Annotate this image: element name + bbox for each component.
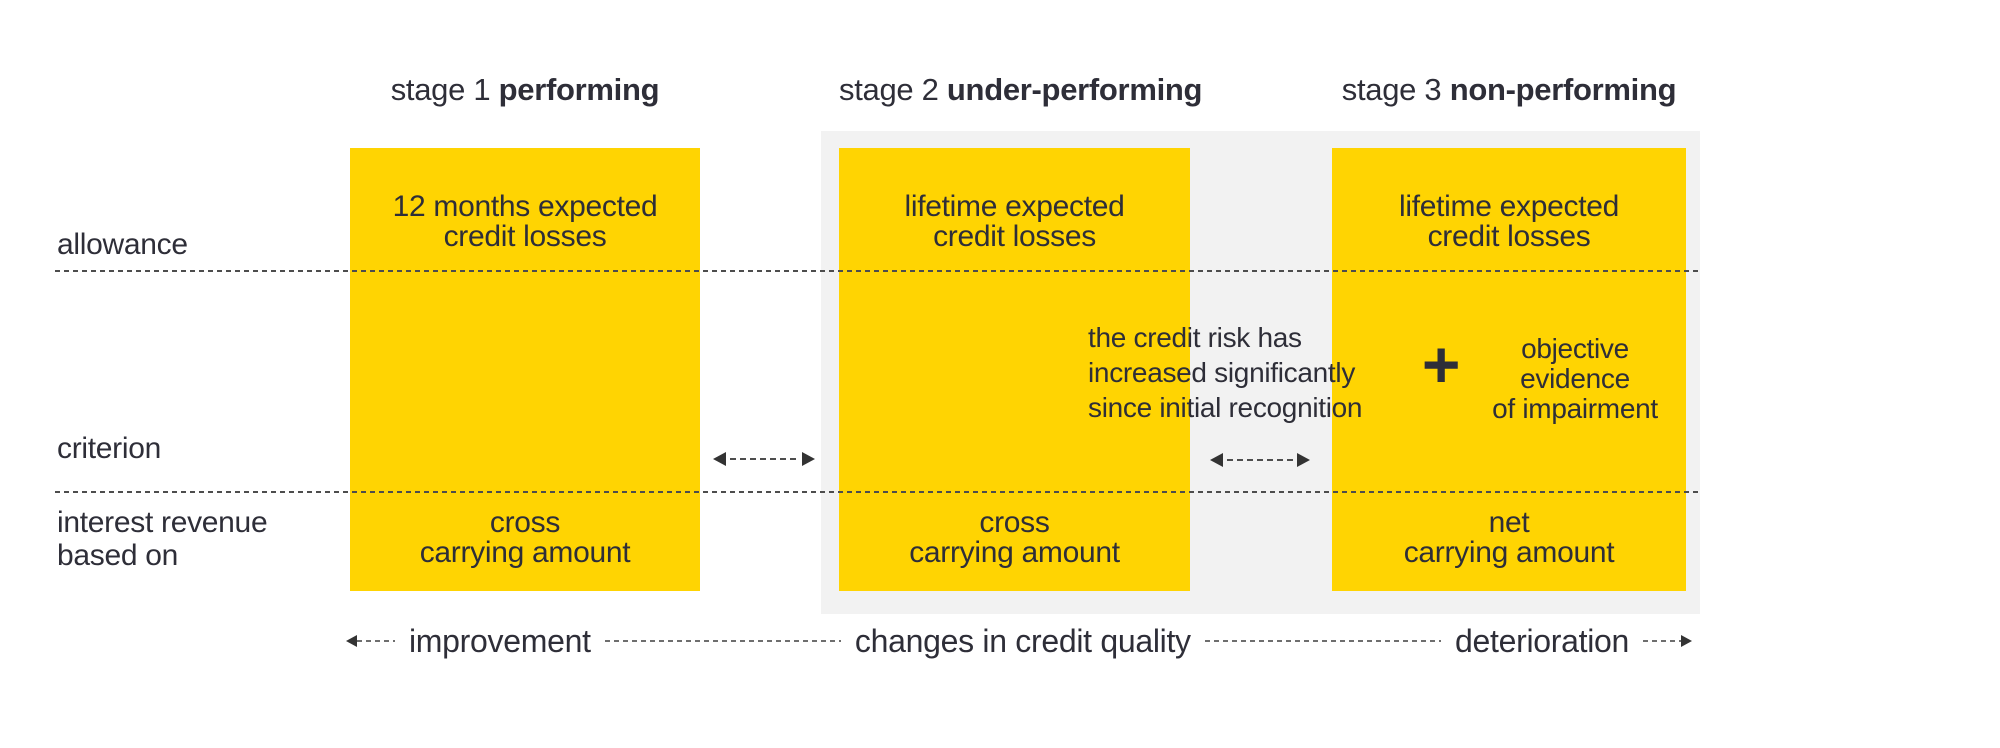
credit-risk-criterion-text: the credit risk has increased significan… xyxy=(1088,322,1363,423)
stage2-allowance-text: lifetime expected credit losses xyxy=(904,190,1125,253)
stage3-header: stage 3 non-performing xyxy=(1332,72,1686,108)
plus-icon: + xyxy=(1421,327,1461,401)
stage2-interest-base-text: cross carrying amount xyxy=(909,506,1120,569)
stage2-box: lifetime expected credit losses cross ca… xyxy=(839,148,1190,591)
arrow-dash-line xyxy=(730,458,798,460)
axis-label-improvement: improvement xyxy=(409,623,591,659)
axis-label-deterioration: deterioration xyxy=(1455,623,1630,659)
stage2-status: under-performing xyxy=(946,72,1203,107)
stage1-allowance-text: 12 months expected credit losses xyxy=(392,190,658,253)
stage1-status: performing xyxy=(498,72,660,107)
stage3-box: lifetime expected credit losses net carr… xyxy=(1332,148,1686,591)
allowance-divider-dotted-line xyxy=(55,270,1700,272)
stage1-header: stage 1 performing xyxy=(350,72,700,108)
stage3-allowance-text: lifetime expected credit losses xyxy=(1398,190,1620,253)
arrow-left-icon xyxy=(1210,453,1223,467)
arrow-left-icon xyxy=(713,452,726,466)
deterioration-arrow-icon xyxy=(1681,635,1693,647)
improvement-arrow-icon xyxy=(346,635,357,647)
row-label-criterion: criterion xyxy=(57,432,161,465)
stage2-stage3-transfer-arrow xyxy=(1210,452,1310,468)
stage2-header: stage 2 under-performing xyxy=(839,72,1202,108)
credit-quality-axis: improvement changes in credit quality de… xyxy=(346,621,1693,661)
axis-dash-segment xyxy=(1643,640,1682,642)
stage1-box: 12 months expected credit losses cross c… xyxy=(350,148,700,591)
row-label-allowance: allowance xyxy=(57,228,188,261)
stage3-label: stage 3 xyxy=(1341,72,1442,107)
stage1-interest-base-text: cross carrying amount xyxy=(419,506,631,569)
axis-label-changes-in-credit-quality: changes in credit quality xyxy=(854,623,1191,659)
arrow-dash-line xyxy=(1227,459,1293,461)
stage1-label: stage 1 xyxy=(390,72,491,107)
axis-dash-segment xyxy=(1204,640,1442,642)
stage3-interest-base-text: net carrying amount xyxy=(1403,506,1615,569)
stage3-status: non-performing xyxy=(1449,72,1677,107)
axis-dash-segment xyxy=(357,640,395,642)
arrow-right-icon xyxy=(802,452,815,466)
axis-dash-segment xyxy=(604,640,841,642)
stage2-label: stage 2 xyxy=(839,72,939,107)
row-label-interest-revenue: interest revenue based on xyxy=(57,506,268,572)
objective-evidence-text: objective evidence of impairment xyxy=(1492,333,1658,424)
stage1-stage2-transfer-arrow xyxy=(713,451,815,467)
criterion-divider-dotted-line xyxy=(55,491,1700,493)
arrow-right-icon xyxy=(1297,453,1310,467)
